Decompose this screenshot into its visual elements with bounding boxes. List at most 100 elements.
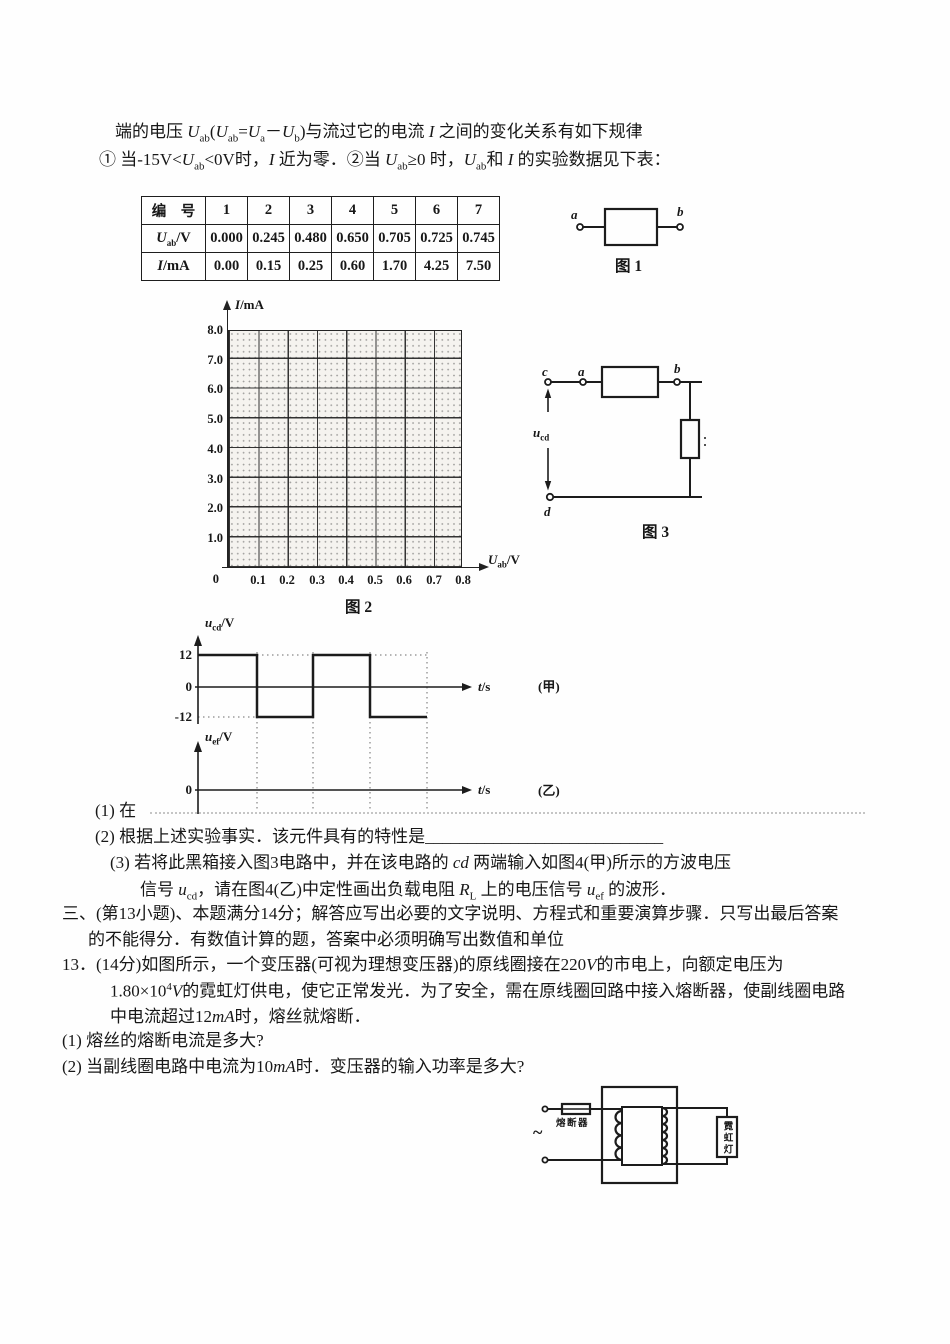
terminal-c-label: c — [542, 364, 548, 379]
table-cell: 0.705 — [373, 224, 416, 253]
section-3-line-1: 三、(第13小题)、本题满分14分；解答应写出必要的文字说明、方程式和重要演算步… — [62, 904, 839, 923]
circuit-drawing — [544, 365, 706, 502]
intro-line-1: 端的电压 Uab(Uab=Ua－Ub)与流过它的电流 I 之间的变化关系有如下规… — [115, 122, 643, 145]
row-label: I/mA — [141, 252, 206, 281]
jia-x-axis-arrow — [462, 683, 472, 691]
scan-speckle — [704, 437, 706, 439]
experiment-data-table: 编 号 1 2 3 4 5 6 7 Uab/V 0.000 0.245 0.48… — [141, 196, 500, 281]
jia-tick-12: 12 — [179, 647, 192, 662]
question-13-line-3: 中电流超过12mA时，熔丝就熔断． — [110, 1007, 371, 1026]
black-box — [600, 365, 660, 399]
table-cell: 0.725 — [415, 224, 458, 253]
jia-tag: (甲) — [538, 679, 560, 694]
table-header-cell: 4 — [331, 196, 374, 225]
jia-tick-neg12: -12 — [174, 709, 192, 724]
terminal-a-label: a — [578, 364, 585, 379]
question-2: (2) 根据上述实验事实．该元件具有的特性是__________________… — [95, 827, 664, 846]
table-cell: 0.000 — [205, 224, 248, 253]
question-13-line-2: 1.80×104V的霓虹灯供电，使它正常发光．为了安全，需在原线圈回路中接入熔断… — [110, 981, 846, 1001]
table-header-cell: 6 — [415, 196, 458, 225]
transformer-core-window — [621, 1106, 663, 1166]
table-cell: 0.60 — [331, 252, 374, 281]
y-tick: 1.0 — [207, 531, 223, 545]
terminal-b-label: b — [674, 361, 681, 376]
table-header-cell: 3 — [289, 196, 332, 225]
waveform-drawing — [194, 635, 472, 814]
ucd-arrow-down-head — [544, 481, 552, 491]
row-label: Uab/V — [141, 224, 206, 253]
table-cell: 0.650 — [331, 224, 374, 253]
y-axis — [226, 307, 229, 568]
secondary-coil — [661, 1106, 669, 1166]
question-13-line-1: 13．(14分)如图所示，一个变压器(可视为理想变压器)的原线圈接在220V的市… — [62, 955, 784, 974]
intro-line-2: ① 当-15V<Uab<0V时，I 近为零．②当 Uab≥0 时，Uab和 I … — [99, 150, 671, 173]
table-cell: 7.50 — [457, 252, 500, 281]
figure-1-caption: 图 1 — [615, 258, 643, 275]
fuse-label: 熔断器 — [556, 1119, 590, 1129]
figure-1-black-box: a b 图 1 — [555, 192, 730, 282]
table-header-cell: 2 — [247, 196, 290, 225]
scan-speckle — [704, 444, 706, 446]
table-header-cell: 7 — [457, 196, 500, 225]
x-tick: 0.7 — [426, 573, 442, 587]
table-header-row: 编 号 1 2 3 4 5 6 7 — [141, 196, 500, 225]
section-3-line-2: 的不能得分．有数值计算的题，答案中必须明确写出数值和单位 — [88, 930, 564, 949]
table-row-voltage: Uab/V 0.000 0.245 0.480 0.650 0.705 0.72… — [141, 224, 500, 253]
table-cell: 0.15 — [247, 252, 290, 281]
x-tick: 0.4 — [338, 573, 354, 587]
y-tick: 2.0 — [207, 501, 223, 515]
figure-4-waveforms: ucd/V 12 0 -12 t/s (甲) uef/V 0 t/s (乙) — [172, 614, 602, 819]
x-tick: 0.3 — [309, 573, 325, 587]
ac-source-symbol: ~ — [533, 1122, 543, 1142]
jia-tick-0: 0 — [185, 679, 193, 694]
jia-y-axis-label: ucd/V — [205, 615, 235, 633]
table-cell: 4.25 — [415, 252, 458, 281]
question-1: (1) 在 — [95, 801, 137, 820]
terminal-c — [544, 378, 552, 386]
table-cell: 0.00 — [205, 252, 248, 281]
x-tick: 0.8 — [455, 573, 471, 587]
ucd-voltage-label: ucd — [533, 425, 550, 443]
question-13-sub-1: (1) 熔丝的熔断电流是多大? — [62, 1031, 264, 1050]
x-tick: 0.6 — [396, 573, 412, 587]
figure-3-caption: 图 3 — [642, 524, 670, 541]
figure-3-circuit: c a b d ucd 图 3 — [530, 352, 745, 552]
y-tick: 8.0 — [207, 323, 223, 337]
ac-terminal-top — [541, 1105, 549, 1113]
jia-x-axis-label: t/s — [478, 679, 491, 694]
terminal-d — [545, 492, 555, 502]
y-tick: 6.0 — [207, 382, 223, 396]
yi-x-axis-label: t/s — [478, 782, 491, 797]
table-header-cell: 编 号 — [141, 196, 206, 225]
table-cell: 1.70 — [373, 252, 416, 281]
x-axis — [222, 566, 480, 569]
question-3-line-2: 信号 ucd，请在图4(乙)中定性画出负载电阻 RL 上的电压信号 uef 的波… — [140, 880, 677, 903]
yi-tick-0: 0 — [185, 782, 193, 797]
terminal-a-label: a — [571, 207, 578, 222]
y-tick: 4.0 — [207, 442, 223, 456]
ac-terminal-bottom — [541, 1156, 549, 1164]
y-axis-arrow — [223, 300, 231, 310]
terminal-b — [676, 223, 684, 231]
load-resistor — [679, 418, 701, 460]
ucd-arrow-up-head — [544, 388, 552, 398]
table-cell: 0.480 — [289, 224, 332, 253]
scan-dotted-artifact — [150, 812, 865, 814]
terminal-d-label: d — [544, 504, 551, 519]
terminal-b-label: b — [677, 204, 684, 219]
question-3-line-1: (3) 若将此黑箱接入图3电路中，并在该电路的 cd 两端输入如图4(甲)所示的… — [110, 853, 731, 872]
wire — [662, 1157, 728, 1165]
terminal-b — [673, 378, 681, 386]
y-tick: 5.0 — [207, 412, 223, 426]
table-cell: 0.745 — [457, 224, 500, 253]
table-header-cell: 1 — [205, 196, 248, 225]
table-row-current: I/mA 0.00 0.15 0.25 0.60 1.70 4.25 7.50 — [141, 252, 500, 281]
plot-grid — [228, 330, 462, 568]
yi-tag: (乙) — [538, 783, 560, 798]
neon-lamp-box — [715, 1115, 739, 1159]
jia-y-axis-arrow — [194, 635, 202, 646]
x-tick: 0.1 — [250, 573, 266, 587]
neon-lamp-label: 霓虹灯 — [721, 1121, 732, 1156]
origin-tick: 0 — [212, 572, 219, 586]
